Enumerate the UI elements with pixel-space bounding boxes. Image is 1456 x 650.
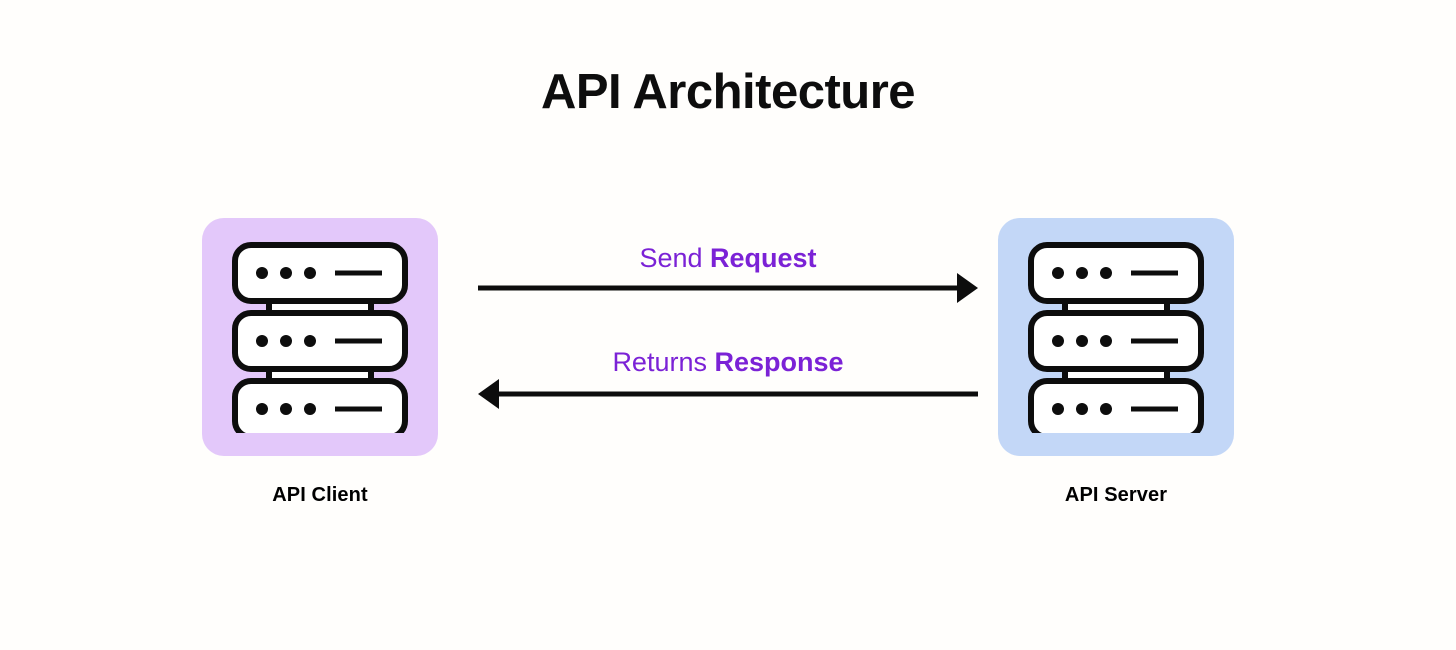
- node-api-server: API Server: [998, 218, 1234, 507]
- request-label: Send Request: [470, 245, 986, 272]
- response-label: Returns Response: [470, 349, 986, 376]
- node-api-client: API Client: [202, 218, 438, 507]
- api-client-card: [202, 218, 438, 456]
- response-label-lead: Returns: [612, 347, 707, 377]
- server-stack-icon: [1027, 241, 1205, 433]
- request-arrow: [478, 273, 978, 303]
- request-label-lead: Send: [639, 243, 703, 273]
- request-label-strong: Request: [710, 243, 817, 273]
- response-arrow: [478, 379, 978, 409]
- api-server-card: [998, 218, 1234, 456]
- server-stack-icon: [231, 241, 409, 433]
- page-title: API Architecture: [540, 65, 916, 119]
- flow-arrows: [470, 230, 986, 420]
- response-label-strong: Response: [714, 347, 844, 377]
- api-server-label: API Server: [1064, 484, 1168, 506]
- api-client-label: API Client: [272, 484, 368, 506]
